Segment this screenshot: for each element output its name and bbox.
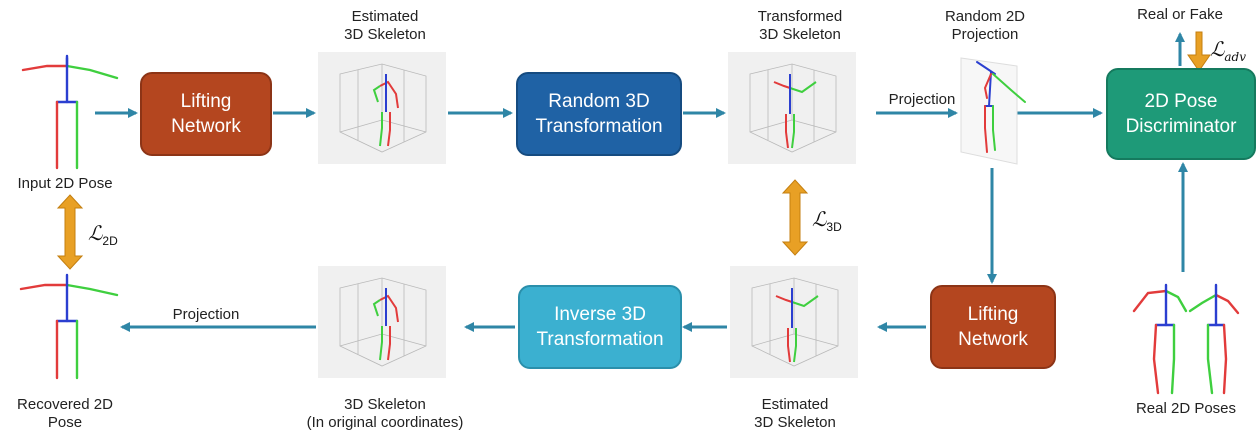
real-2d-poses-label: Real 2D Poses bbox=[1135, 400, 1237, 417]
estimated-3d-skeleton-label-bottom: Estimated 3D Skeleton bbox=[754, 396, 836, 431]
projection-edge-label-bottom: Projection bbox=[172, 306, 240, 323]
estimated-3d-skeleton-plot bbox=[318, 52, 446, 164]
lifting-network-box-top: Lifting Network bbox=[140, 72, 272, 156]
loss-adv-arrow bbox=[1187, 31, 1211, 72]
random-2d-projection-figure bbox=[960, 57, 1026, 165]
input-2d-pose-label: Input 2D Pose bbox=[17, 175, 113, 192]
loss-adv-label: ℒadv bbox=[1210, 37, 1247, 64]
transformed-3d-skeleton-plot bbox=[728, 52, 856, 164]
loss-3d-label: ℒ3D bbox=[812, 207, 842, 234]
random-3d-transformation-box: Random 3D Transformation bbox=[516, 72, 682, 156]
loss-3d-arrow bbox=[781, 179, 809, 256]
estimated-3d-skeleton-label-top: Estimated 3D Skeleton bbox=[344, 8, 426, 43]
real-2d-poses-figure bbox=[1132, 283, 1240, 395]
original-3d-skeleton-label: 3D Skeleton (In original coordinates) bbox=[306, 396, 464, 431]
transformed-3d-skeleton-label: Transformed 3D Skeleton bbox=[757, 8, 843, 43]
inverse-3d-transformation-box: Inverse 3D Transformation bbox=[518, 285, 682, 369]
loss-2d-arrow bbox=[56, 194, 84, 270]
real-or-fake-label: Real or Fake bbox=[1137, 6, 1223, 23]
loss-2d-label: ℒ2D bbox=[88, 221, 118, 248]
estimated-3d-skeleton-plot-bottom bbox=[730, 266, 858, 378]
original-3d-skeleton-plot bbox=[318, 266, 446, 378]
projection-edge-label-top: Projection bbox=[888, 91, 956, 108]
input-2d-pose-figure bbox=[21, 54, 119, 170]
2d-pose-discriminator-box: 2D Pose Discriminator bbox=[1106, 68, 1256, 160]
recovered-2d-pose-label: Recovered 2D Pose bbox=[17, 396, 113, 431]
lifting-network-box-bottom: Lifting Network bbox=[930, 285, 1056, 369]
recovered-2d-pose-figure bbox=[19, 273, 119, 380]
random-2d-projection-label: Random 2D Projection bbox=[944, 8, 1026, 43]
